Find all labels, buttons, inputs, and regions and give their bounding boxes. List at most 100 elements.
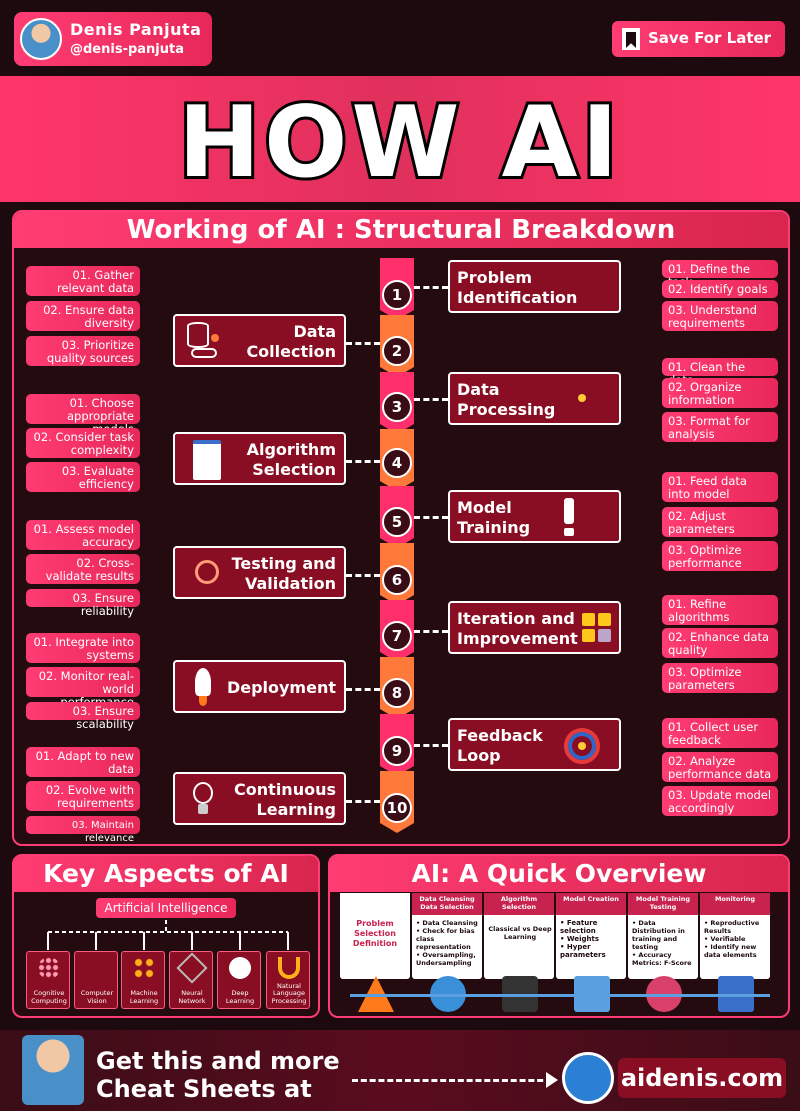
step-4: 4	[380, 434, 414, 491]
connector	[414, 286, 448, 289]
overview-card-algorithm: Algorithm Selection Classical vs Deep Le…	[484, 893, 554, 979]
arrow-line	[352, 1079, 552, 1082]
connector	[346, 574, 380, 577]
collection-item-1: 01. Gather relevant data	[26, 266, 140, 296]
iteration-item-3: 03. Optimize parameters	[662, 663, 778, 693]
stage-iteration-improvement: Iteration and Improvement	[448, 601, 621, 654]
connector	[414, 516, 448, 519]
step-9: 9	[380, 722, 414, 779]
avatar	[20, 18, 62, 60]
save-label: Save For Later	[648, 29, 772, 47]
step-10: 10	[380, 779, 414, 836]
stage-feedback-loop: Feedback Loop	[448, 718, 621, 771]
bookmark-icon	[622, 28, 640, 50]
deployment-item-1: 01. Integrate into systems	[26, 633, 140, 663]
overview-card-data-cleansing: Data Cleansing Data Selection • Data Cle…	[412, 893, 482, 979]
algorithm-item-1: 01. Choose appropriate models	[26, 394, 140, 436]
aspect-machine-learning: Machine Learning	[121, 951, 165, 1009]
overview-card-problem: Problem Selection Definition	[340, 893, 410, 979]
step-7: 7	[380, 607, 414, 664]
step-2: 2	[380, 322, 414, 379]
rocket-icon	[191, 668, 215, 708]
sphere-icon	[229, 957, 251, 979]
testing-item-1: 01. Assess model accuracy	[26, 520, 140, 550]
overview-card-monitoring: Monitoring • Reproductive Results • Veri…	[700, 893, 770, 979]
problem-item-3: 03. Understand requirements	[662, 301, 778, 331]
magnifier-icon	[195, 560, 219, 584]
step-1: 1	[380, 266, 414, 323]
grid-icon	[582, 613, 612, 643]
ai-root-label: Artificial Intelligence	[96, 898, 236, 918]
footer-line-1: Get this and more	[96, 1047, 340, 1075]
key-aspects-title: Key Aspects of AI	[14, 856, 318, 892]
stage-data-processing: Data Processing	[448, 372, 621, 425]
stage-continuous-learning: Continuous Learning	[173, 772, 346, 825]
overview-card-model-creation: Model Creation • Feature selection • Wei…	[556, 893, 626, 979]
step-6: 6	[380, 551, 414, 608]
feedback-item-3: 03. Update model accordingly	[662, 786, 778, 816]
deployment-item-3: 03. Ensure scalability	[26, 702, 140, 731]
author-badge[interactable]: Denis Panjuta @denis-panjuta	[14, 12, 212, 66]
timeline-line	[350, 994, 770, 997]
author-name: Denis Panjuta	[70, 20, 202, 39]
connector	[346, 800, 380, 803]
stage-deployment: Deployment	[173, 660, 346, 713]
training-item-3: 03. Optimize performance	[662, 541, 778, 571]
processing-item-2: 02. Organize information	[662, 378, 778, 408]
iteration-item-1: 01. Refine algorithms	[662, 595, 778, 625]
bulb-icon	[191, 782, 215, 818]
footer-line-2: Cheat Sheets at	[96, 1075, 312, 1103]
processing-item-3: 03. Format for analysis	[662, 412, 778, 442]
aspect-cognitive-computing: Cognitive Computing	[26, 951, 70, 1009]
connector	[346, 342, 380, 345]
neural-net-icon	[176, 952, 208, 984]
exclamation-icon	[562, 498, 576, 536]
save-for-later-button[interactable]: Save For Later	[612, 21, 785, 57]
connector	[414, 744, 448, 747]
title-banner: HOW AI WORKS	[0, 76, 800, 317]
notepad-icon	[193, 440, 221, 480]
training-item-1: 01. Feed data into model	[662, 472, 778, 502]
tree-connectors	[47, 920, 289, 950]
brain-dots-icon	[38, 957, 60, 979]
testing-item-3: 03. Ensure reliability	[26, 589, 140, 618]
feedback-item-2: 02. Analyze performance data	[662, 752, 778, 782]
step-8: 8	[380, 664, 414, 721]
author-photo	[22, 1035, 84, 1105]
panel-title: Working of AI : Structural Breakdown	[14, 212, 788, 248]
problem-item-2: 02. Identify goals	[662, 280, 778, 298]
target-icon	[564, 728, 600, 764]
algorithm-item-2: 02. Consider task complexity	[26, 428, 140, 458]
algorithm-item-3: 03. Evaluate efficiency	[26, 462, 140, 492]
network-icon	[133, 957, 155, 979]
collection-item-3: 03. Prioritize quality sources	[26, 336, 140, 366]
aspect-neural-network: Neural Network	[169, 951, 213, 1009]
problem-item-1: 01. Define the task	[662, 260, 778, 289]
aspect-nlp: Natural Language Processing	[266, 951, 310, 1009]
website-link[interactable]: aidenis.com	[618, 1058, 786, 1098]
collection-item-2: 02. Ensure data diversity	[26, 301, 140, 331]
aspect-deep-learning: Deep Learning	[217, 951, 261, 1009]
arrow-head-icon	[546, 1072, 558, 1088]
stage-data-collection: Data Collection	[173, 314, 346, 367]
connector	[346, 688, 380, 691]
iteration-item-2: 02. Enhance data quality	[662, 628, 778, 658]
learning-item-1: 01. Adapt to new data	[26, 747, 140, 777]
training-item-2: 02. Adjust parameters	[662, 507, 778, 537]
connector	[414, 398, 448, 401]
deployment-item-2: 02. Monitor real-world performance	[26, 667, 140, 709]
database-icon	[187, 322, 219, 360]
magnet-icon	[278, 957, 300, 979]
overview-card-training-testing: Model Training Testing • Data Distributi…	[628, 893, 698, 979]
learning-item-2: 02. Evolve with requirements	[26, 781, 140, 811]
footer-cta: Get this and more Cheat Sheets at	[96, 1047, 340, 1103]
connector	[414, 630, 448, 633]
sparkle-icon	[578, 394, 586, 402]
connector	[346, 460, 380, 463]
stage-algorithm-selection: Algorithm Selection	[173, 432, 346, 485]
testing-item-2: 02. Cross-validate results	[26, 554, 140, 584]
stage-testing-validation: Testing and Validation	[173, 546, 346, 599]
step-3: 3	[380, 378, 414, 435]
processing-item-1: 01. Clean the data	[662, 358, 778, 387]
globe-icon[interactable]	[562, 1052, 614, 1104]
